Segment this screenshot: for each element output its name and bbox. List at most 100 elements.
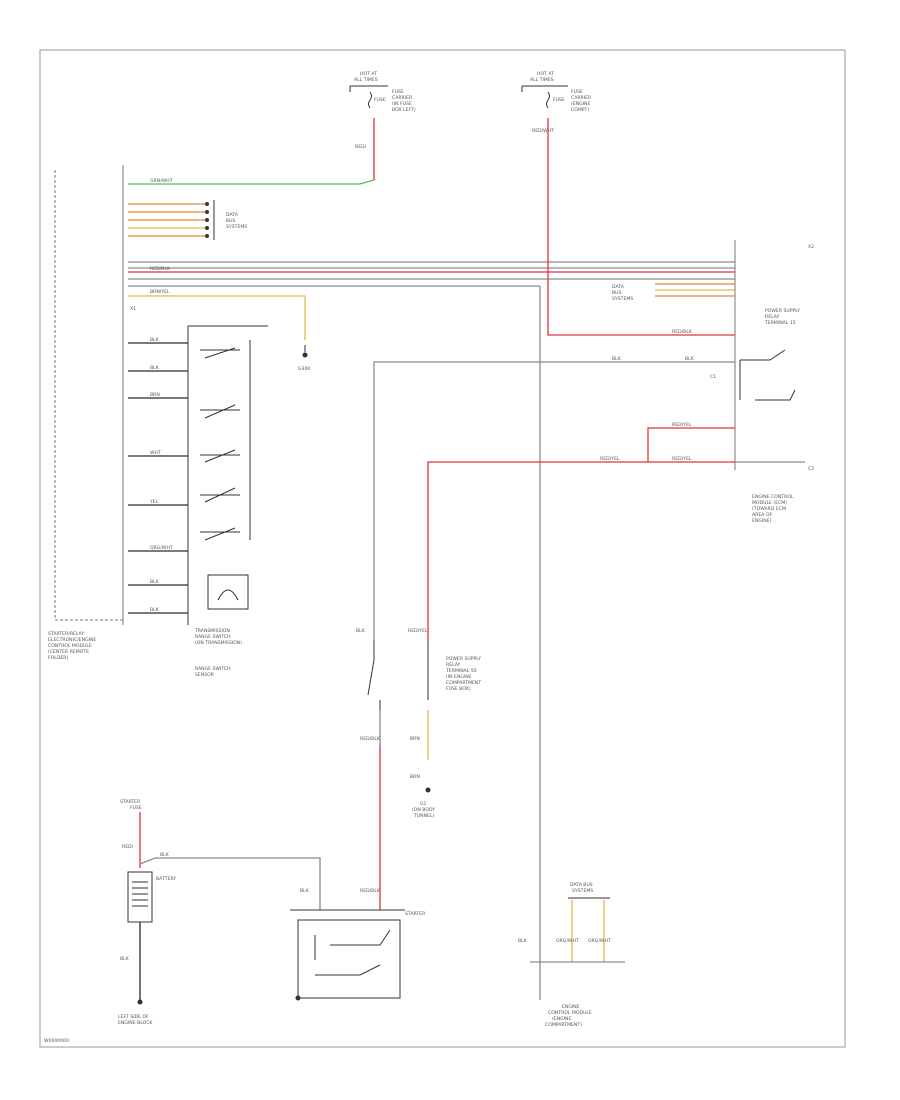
wire-redblk-4: RED/BLK [360,888,381,894]
wire-blk-11: BLK [518,938,528,944]
ground-top: G300 [298,345,310,372]
dc-right-2: BUS [612,290,622,296]
ecm-bottom: DATA BUS SYSTEMS ORG/WHT ORG/WHT BLK ENG… [518,882,625,1028]
pin-x2: X2 [808,244,814,250]
fuse-b-rail: ALL TIMES [530,77,554,83]
pin-c1: C1 [710,374,716,380]
data-bus-left: DATA BUS SYSTEMS [128,200,247,240]
ground-top-label: G300 [298,366,310,372]
dc-left-1: DATA [226,212,239,218]
ecm-bottom-3: (ENGINE [552,1016,571,1022]
wire-blk-6: BLK [150,607,160,613]
ecm-right-5: ENGINE) [752,518,772,524]
module-left-1: STARTER/RELAY [48,631,84,637]
wire-redblk-2: RED/BLK [672,329,693,335]
relay-mid-1: POWER SUPPLY [446,656,481,662]
fuse-a-name: FUSE [374,97,386,103]
fuse-a-rail: ALL TIMES [354,77,378,83]
fuse-a: HOT AT ALL TIMES FUSE FUSE CARRIER (IN F… [349,71,416,150]
wire-redyel-4: RED/YEL [408,628,428,634]
battery-fuse-2: FUSE [130,805,142,811]
dc-left-3: SYSTEMS [226,224,247,230]
fuse-b: HOT AT ALL TIMES FUSE FUSE CARRIER (ENGI… [521,71,592,134]
ground-mid-2: (ON BODY [412,807,435,813]
battery-fuse-1: STARTER [120,799,141,805]
tr-switch-2: RANGE SWITCH [195,634,231,640]
relay-right-2: RELAY [765,314,780,320]
ecm-bottom-1: ENGINE [562,1004,580,1010]
module-left-4: (CENTER REMOTE [48,649,89,655]
battery: STARTER FUSE RED/ BATTERY BLK LEFT SIDE … [118,799,176,1026]
wire-wht-1: WHT [150,450,161,456]
wire-brn-1: BRN [150,392,160,398]
starter: STARTER RED/BLK [290,888,426,1001]
wire-brn-2: BRN [410,736,420,742]
ecm-bottom-2: CONTROL MODULE [548,1010,592,1016]
ecm-bottom-dc2: SYSTEMS [572,888,593,894]
fuse-a-wire: RED/ [355,144,367,150]
ecm-bottom-4: COMPARTMENT) [545,1022,582,1028]
fuse-b-wire: RED/WHT [532,128,554,134]
fuse-a-hot: HOT AT [360,71,377,77]
starter-label: STARTER [405,911,426,917]
module-left-3: CONTROL MODULE [48,643,92,649]
relay-mid-2: RELAY [446,662,461,668]
wire-org-3: ORG/WHT [588,938,611,944]
fuse-a-l4: BOX LEFT) [392,107,416,113]
ecm-right-3: (TOWARD ECM [752,506,786,512]
relay-mid-3: TERMINAL 50 [445,668,477,674]
dc-right-1: DATA [612,284,625,290]
module-left-2: ELECTRONIC/ENGINE [48,637,96,643]
fuse-b-l3: (ENGINE [571,101,590,107]
relay-mid-4: (IN ENGINE [446,674,472,680]
wire-redyel-3: RED/YEL [672,456,692,462]
tr-switch-3: (ON TRANSMISSION) [195,640,242,646]
fuse-a-l1: FUSE [392,89,404,95]
diagram-border [39,49,846,1048]
pin-x1: X1 [130,306,136,312]
tr-switch-1: TRANSMISSION [194,628,230,634]
wire-blk-1: BLK [612,356,622,362]
relay-mid-5: COMPARTMENT [446,680,481,686]
wire-blk-10: BLK [300,888,310,894]
dc-left-2: BUS [226,218,236,224]
transmission-range-switch: BLK BLK BRN WHT YEL ORG/WHT BLK BLK TRAN… [128,325,268,678]
ground-batt-2: ENGINE BLOCK [118,1020,153,1026]
ecm-right-4: AREA OF [752,512,772,518]
fuse-b-hot: HOT AT [537,71,554,77]
wire-yel-1: YEL [149,499,159,505]
tr-switch-4: RANGE SWITCH [195,666,231,672]
ecm-right-2: MODULE (ECM) [752,500,787,506]
dc-right-3: SYSTEMS [612,296,633,302]
wire-redyel-1: RED/YEL [672,422,692,428]
fuse-b-l4: COMPT) [571,107,589,113]
relay-mid-6: FUSE BOX) [446,686,471,692]
relay-right-3: TERMINAL 15 [764,320,796,326]
green-wire-label: GRN/WHT [150,178,173,184]
wire-redblk-3: RED/BLK [360,736,381,742]
left-module: STARTER/RELAY ELECTRONIC/ENGINE CONTROL … [48,165,124,661]
wire-blk-5: BLK [150,579,160,585]
pin-c2: C2 [808,466,814,472]
fuse-b-name: FUSE [553,97,565,103]
fuse-a-l3: (IN FUSE [392,101,412,107]
wire-blk-4: BLK [150,365,160,371]
fuse-a-l2: CARRIER [392,95,413,101]
relay-right-1: POWER SUPPLY [765,308,800,314]
wire-redblk-1: RED/BLK [150,266,171,272]
wire-blk-7: BLK [356,628,366,634]
middle-relay: BLK RED/YEL POWER SUPPLY RELAY TERMINAL … [356,628,481,910]
wire-redyel-2: RED/YEL [600,456,620,462]
figure-id: W0000000 [44,1038,69,1044]
wire-blk-3: BLK [150,337,160,343]
ecm-bottom-dc: DATA BUS [570,882,593,888]
wire-brnyel-1: BRN/YEL [150,289,170,295]
wire-red-batt: RED/ [122,844,134,850]
module-left-5: FOLDER) [48,655,68,661]
wire-blk-9: BLK [160,852,170,858]
fuse-b-l2: CARRIER [571,95,592,101]
ground-batt-1: LEFT SIDE OF [118,1014,149,1020]
wire-org-1: ORG/WHT [150,545,173,551]
ground-mid-1: G1 [420,801,427,807]
right-module: X2 DATA BUS SYSTEMS POWER SUPPLY RELAY T… [612,240,814,524]
